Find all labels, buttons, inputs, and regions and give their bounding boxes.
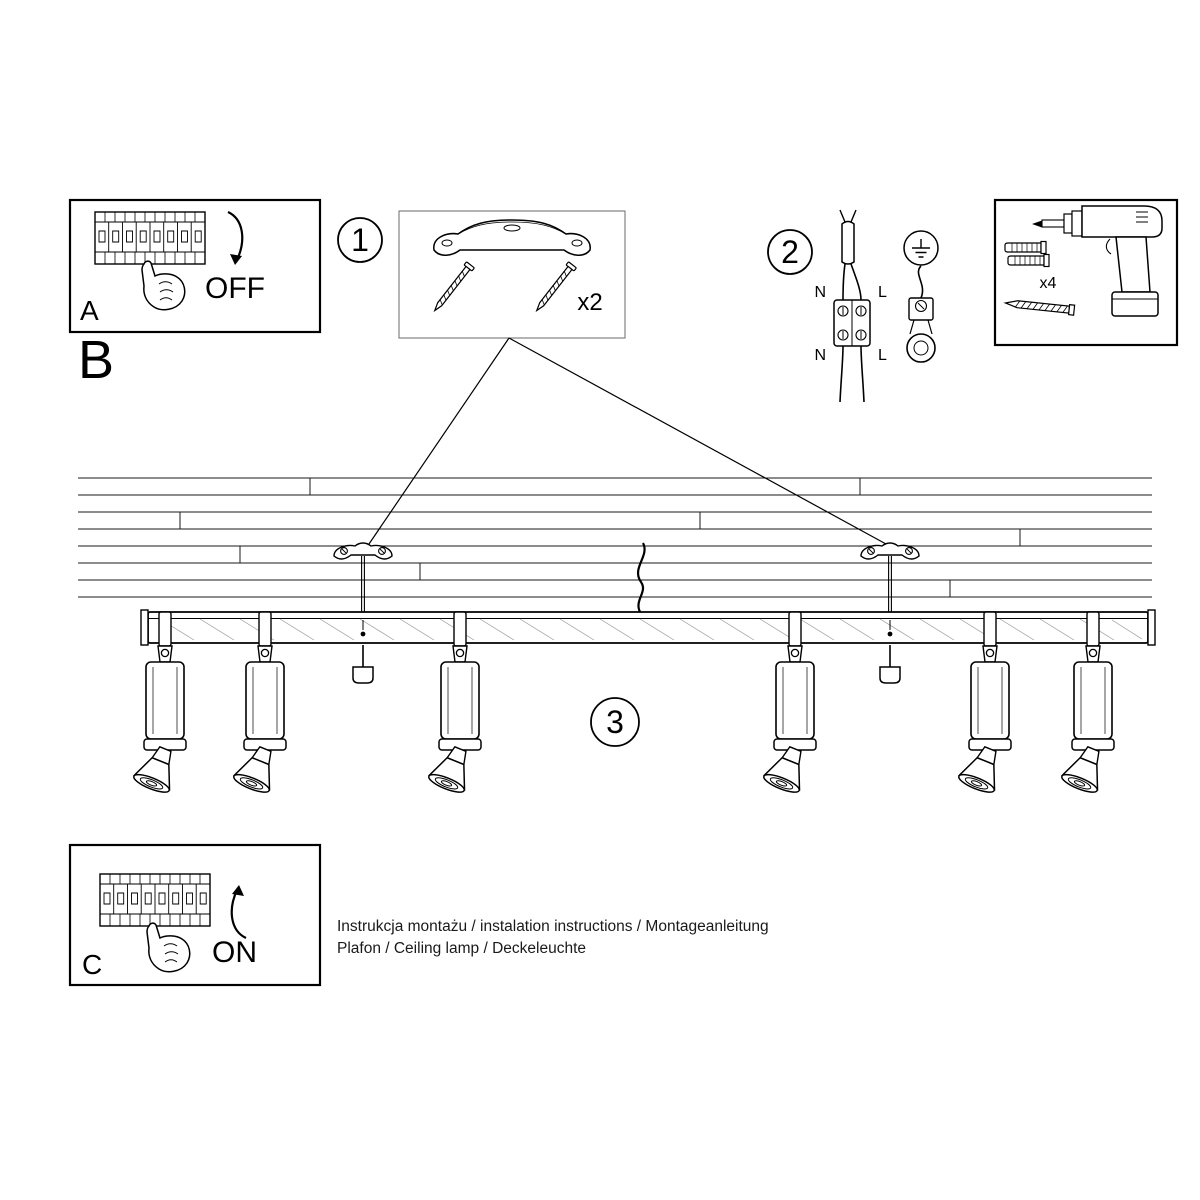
parts-box: x2 xyxy=(398,210,626,339)
ceiling-bracket-left xyxy=(333,542,393,612)
ceiling-hatch xyxy=(78,477,1152,598)
mounting-screw-icon xyxy=(1003,300,1076,316)
section-c-label: C xyxy=(82,949,102,980)
bracket-quantity-label: x2 xyxy=(577,289,602,316)
earth-symbol-icon xyxy=(903,230,939,266)
step-2-number: 2 xyxy=(781,234,799,270)
power-cord xyxy=(636,542,646,613)
power-cable-icon xyxy=(839,209,862,301)
wire-l-bottom-label: L xyxy=(878,347,887,364)
mounting-track xyxy=(140,609,1156,646)
screw-cap-left xyxy=(352,644,374,684)
section-a-label: A xyxy=(80,295,99,326)
breaker-panel-icon xyxy=(94,211,206,265)
step-1-number: 1 xyxy=(351,222,369,258)
guide-lines xyxy=(368,337,887,545)
screw-cap-right xyxy=(879,644,901,684)
step-1-badge: 1 xyxy=(337,217,383,263)
step-3-number: 3 xyxy=(606,704,624,740)
instructions-line-2: Plafon / Ceiling lamp / Deckeleuchte xyxy=(337,940,586,957)
wire-n-bottom-label: N xyxy=(814,347,826,364)
step-3-badge: 3 xyxy=(590,697,640,747)
wire-l-top-label: L xyxy=(878,284,887,301)
panel-a: OFF A xyxy=(68,198,322,334)
panel-c: ON C xyxy=(68,843,322,987)
mounting-bracket-icon xyxy=(433,219,591,256)
drill-icon xyxy=(1032,205,1163,317)
plug-quantity-label: x4 xyxy=(1040,275,1057,292)
wire-n-top-label: N xyxy=(814,284,826,301)
step-2-badge: 2 xyxy=(767,229,813,275)
wiring-diagram: N L N L xyxy=(814,209,939,403)
instructions-line-1: Instrukcja montażu / instalation instruc… xyxy=(337,918,769,935)
terminal-block-icon xyxy=(833,299,871,403)
section-b-label: B xyxy=(78,330,114,390)
ceiling-bracket-right xyxy=(860,542,920,612)
ground-clamp-icon xyxy=(906,265,936,363)
power-on-label: ON xyxy=(212,936,257,969)
power-off-label: OFF xyxy=(205,272,265,305)
tools-box: x4 xyxy=(993,198,1179,347)
breaker-panel-icon-c xyxy=(99,873,211,927)
